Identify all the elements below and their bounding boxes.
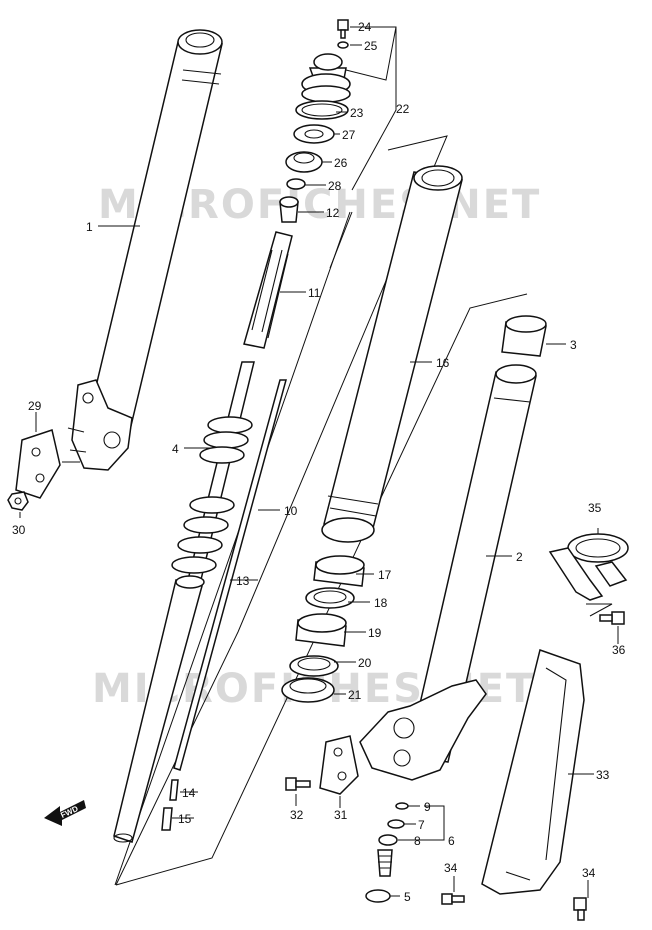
callout-labels: 24 25 23 22 27 26 28 12 11 1 16 3 29 4 3… <box>12 20 626 904</box>
washer-5 <box>365 889 391 903</box>
callout-32: 32 <box>290 808 304 822</box>
callout-18: 18 <box>374 596 388 610</box>
axle-holder-cap <box>15 429 61 499</box>
callout-2: 2 <box>516 550 523 564</box>
callout-14: 14 <box>182 786 196 800</box>
callout-31: 31 <box>334 808 348 822</box>
callout-3: 3 <box>570 338 577 352</box>
spring-seat-26 <box>285 151 323 173</box>
lower-tube-10 <box>113 575 205 843</box>
frame-left-outer <box>114 211 351 886</box>
oil-seal-19 <box>295 613 347 647</box>
axle-nut <box>7 491 29 511</box>
callout-34b: 34 <box>582 866 596 880</box>
callout-1: 1 <box>86 220 93 234</box>
callout-15: 15 <box>178 812 192 826</box>
bushing-3 <box>501 315 547 357</box>
small-pin-14 <box>169 779 179 801</box>
svg-text:FWD: FWD <box>59 804 80 820</box>
callout-36: 36 <box>612 643 626 657</box>
callout-22: 22 <box>396 102 410 116</box>
axle-bracket-left <box>71 379 133 471</box>
axle-bracket-right <box>359 679 487 781</box>
stud-bolts <box>62 427 87 463</box>
bolt-34b <box>573 897 587 921</box>
fork-guard-33 <box>481 649 585 895</box>
outer-tube-16 <box>321 165 463 543</box>
drain-plug-6 <box>377 849 393 877</box>
callout-19: 19 <box>368 626 382 640</box>
callout-10: 10 <box>284 504 298 518</box>
callout-24: 24 <box>358 20 372 34</box>
bolt-32 <box>285 777 311 791</box>
small-spring-15 <box>161 807 173 831</box>
collar-12 <box>279 196 299 223</box>
callout-9: 9 <box>424 800 431 814</box>
callout-5: 5 <box>404 890 411 904</box>
callout-16: 16 <box>436 356 450 370</box>
fork-cap-bolt <box>301 53 351 103</box>
washer-8 <box>378 834 398 846</box>
callout-26: 26 <box>334 156 348 170</box>
callout-12: 12 <box>326 206 340 220</box>
retainer-20 <box>289 655 339 677</box>
callout-4: 4 <box>172 442 179 456</box>
forward-arrow-icon: FWD <box>44 800 86 826</box>
washer-7 <box>387 819 405 829</box>
callout-7: 7 <box>418 818 425 832</box>
callout-27: 27 <box>342 128 356 142</box>
washer-18 <box>305 587 355 609</box>
callout-28: 28 <box>328 179 342 193</box>
callout-35: 35 <box>588 501 602 515</box>
callout-13: 13 <box>236 574 250 588</box>
bolt-36 <box>599 611 625 625</box>
clamp-35 <box>548 533 629 601</box>
washer-27 <box>293 124 335 144</box>
callout-25: 25 <box>364 39 378 53</box>
long-rod-13 <box>173 379 287 771</box>
callout-11: 11 <box>308 286 321 300</box>
axle-holder-31 <box>319 735 359 795</box>
callout-20: 20 <box>358 656 372 670</box>
callout-30: 30 <box>12 523 26 537</box>
callout-29: 29 <box>28 399 42 413</box>
callout-17: 17 <box>378 568 392 582</box>
callout-6: 6 <box>448 834 455 848</box>
callout-33: 33 <box>596 768 610 782</box>
drain-bolt <box>337 19 349 39</box>
callout-34a: 34 <box>444 861 458 875</box>
callout-21: 21 <box>348 688 362 702</box>
outer-tube-2 <box>407 364 537 763</box>
ring-28 <box>286 178 306 190</box>
dust-seal-21 <box>281 677 335 703</box>
bolt-34a <box>441 893 465 905</box>
washer-9 <box>395 802 409 810</box>
bushing-17 <box>313 555 365 587</box>
damper-sleeve-11 <box>243 231 293 349</box>
callout-23: 23 <box>350 106 364 120</box>
inner-tube-left <box>87 29 223 431</box>
damper-rod-spring <box>171 361 255 601</box>
callout-8: 8 <box>414 834 421 848</box>
leader-lines <box>19 26 619 898</box>
bolt-washer <box>337 41 349 49</box>
